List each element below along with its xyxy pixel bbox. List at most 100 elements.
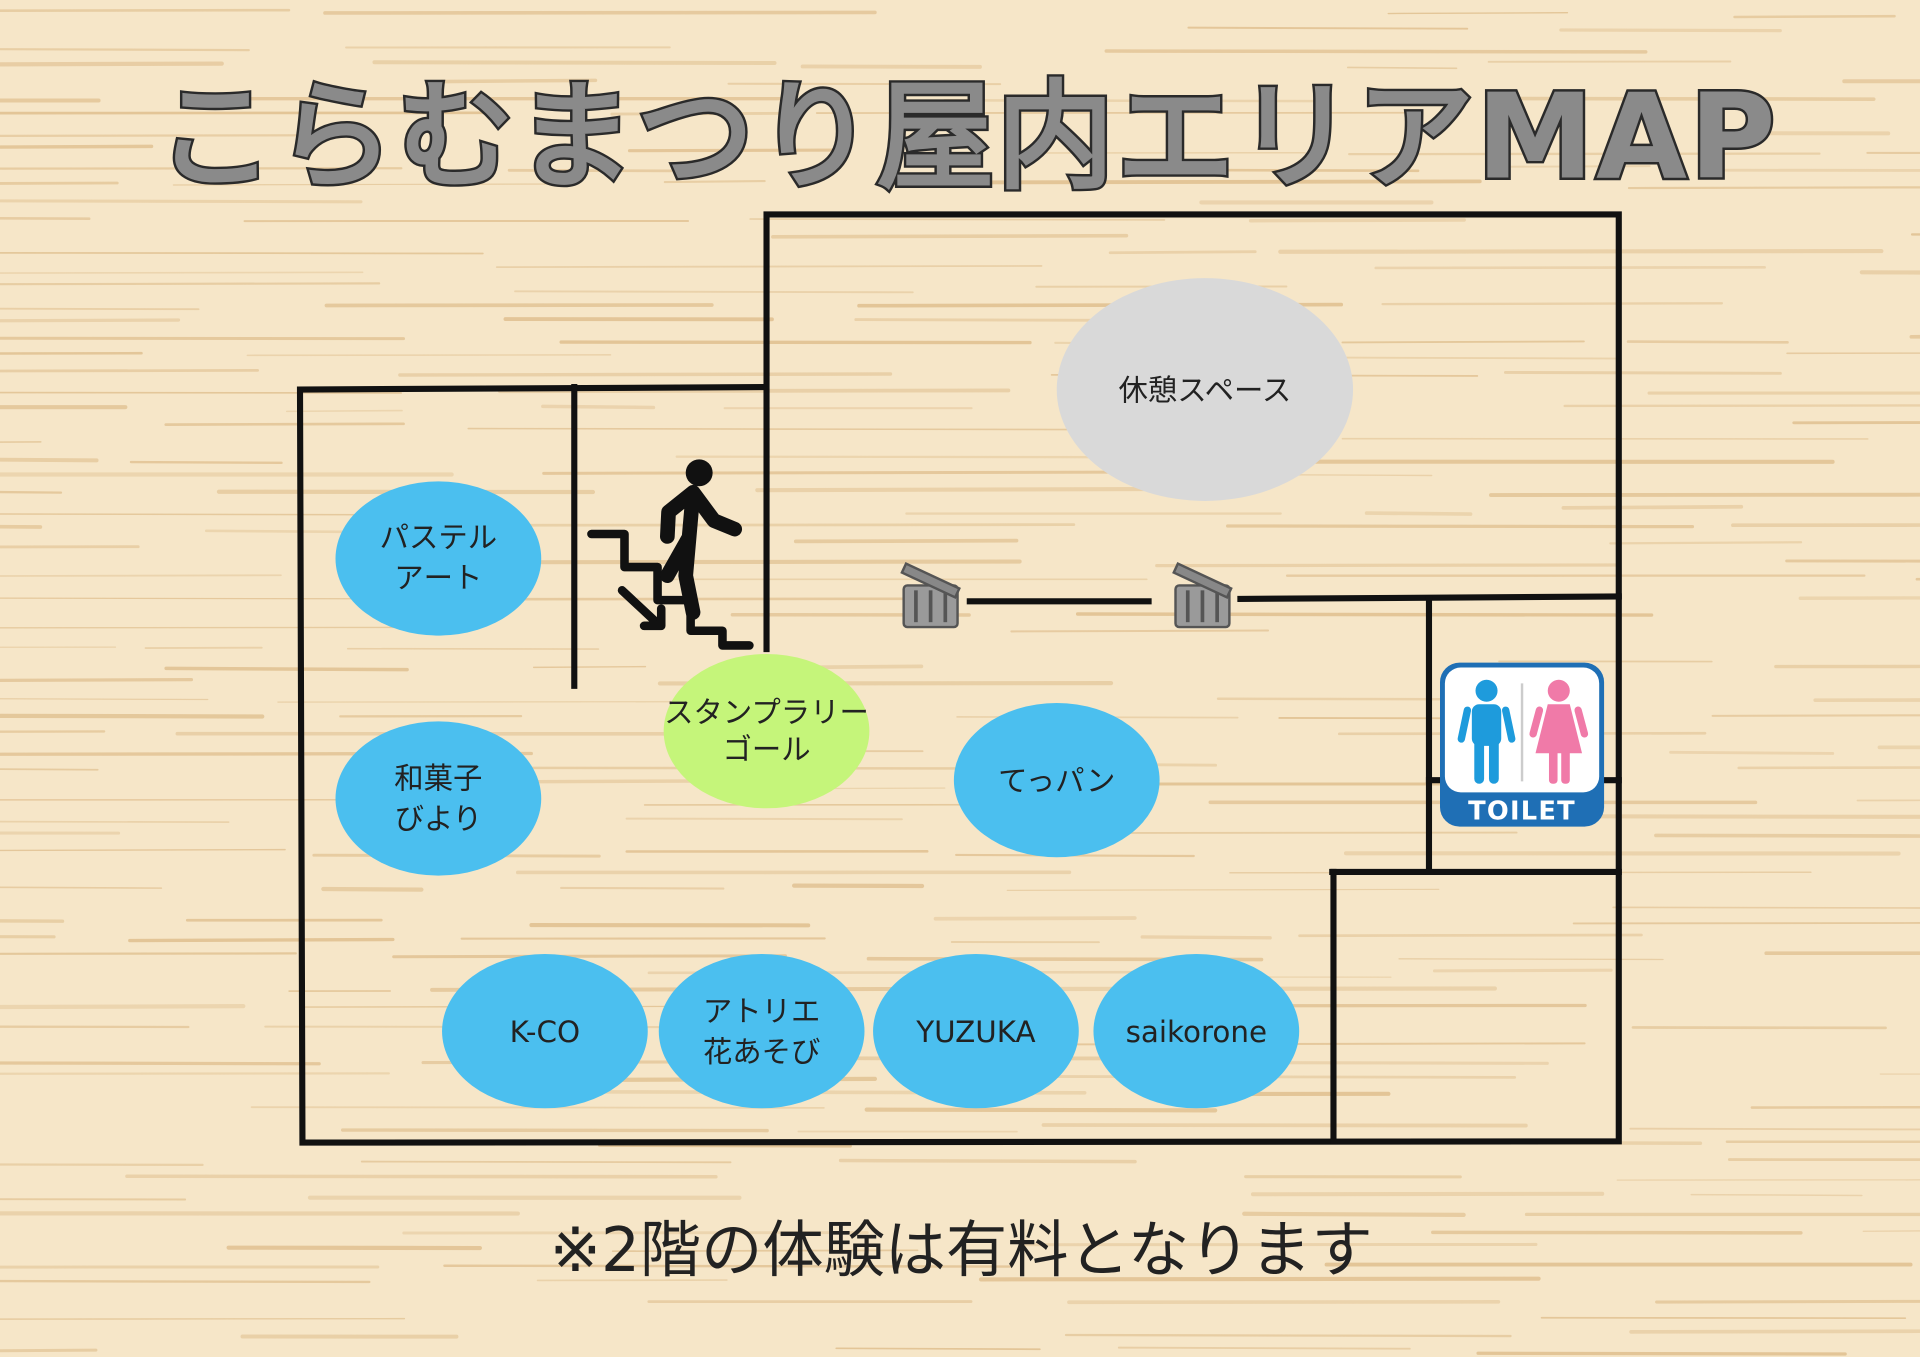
wood-grain-line [0,713,265,719]
booth-label: 花あそび [703,1035,821,1069]
wood-grain-line [0,8,291,12]
wood-grain-line [1862,1230,1920,1233]
wood-grain-line [1561,504,1744,510]
wood-grain-line [0,144,154,149]
wood-grain-line [1226,524,1695,529]
wood-grain-line [204,529,360,534]
wood-grain-line [0,199,363,204]
wood-grain-line [1006,888,1440,891]
wood-grain-line [497,388,1011,394]
booth-saikorone[interactable]: saikorone [1093,954,1300,1109]
wood-grain-line [1654,833,1920,838]
booth-label: YUZUKA [915,1015,1035,1049]
wood-grain-line [0,597,355,600]
wood-grain-line [1798,596,1920,600]
wood-grain-line [0,574,282,577]
booth-label: てっパン [998,764,1115,798]
wood-grain-line [885,179,1482,185]
wood-grain-line [246,354,612,357]
wood-grain-line [392,954,787,959]
wood-grain-line [1117,1346,1411,1350]
wood-grain-line [933,916,1137,921]
wood-grain-line [1041,1123,1528,1128]
wood-grain-line [1626,340,1789,344]
wood-grain-line [1431,1230,1803,1235]
booth-teppan[interactable]: てっパン [953,702,1160,858]
wood-grain-line [1909,334,1920,339]
wood-grain-line [1813,698,1920,703]
wood-grain-line [835,1347,1041,1351]
wood-grain-line [0,1004,246,1010]
booth-label: 和菓子 [394,762,482,796]
wood-grain-line [1216,697,1451,701]
wood-grain-line [125,1174,718,1179]
wood-grain-line [0,457,99,463]
booth-k-co[interactable]: K-CO [442,954,648,1109]
booth-label: K-CO [510,1015,580,1049]
wood-grain-line [755,486,1157,493]
wood-grain-line [172,183,574,186]
wood-grain-line [1750,1105,1920,1109]
wood-grain-line [0,318,181,323]
wood-grain-line [1104,49,1648,54]
wood-grain-line [1387,12,1569,15]
wood-grain-line [1629,1329,1920,1334]
wood-grain-line [771,233,1129,239]
wood-grain-line [0,181,119,185]
area-rest-space[interactable]: 休憩スペース [1056,278,1354,501]
wood-grain-line [1690,1193,1863,1197]
wood-grain-line [541,404,656,410]
wood-grain-line [0,698,209,701]
wood-grain-line [1572,922,1920,925]
wood-grain-line [1348,152,1821,156]
wood-grain-line [1248,218,1466,223]
wood-grain-line [1346,66,1458,70]
wood-grain-line [321,886,424,892]
wood-grain-line [1075,612,1654,617]
wood-grain-line [340,1128,769,1133]
wood-grain-line [1108,250,1257,255]
wood-grain-line [1364,511,1473,516]
wood-grain-line [0,820,230,823]
wood-grain-line [1245,1061,1549,1065]
wood-grain-line [1609,541,1803,545]
wood-grain-line [1612,906,1920,909]
footer-note: ※2階の体験は有料となります [550,1215,1373,1286]
wood-grain-line [1563,404,1920,408]
wood-grain-line [1337,356,1621,360]
wood-grain-line [0,441,42,443]
wood-grain-line [0,307,200,311]
wood-grain-line [164,422,405,426]
wood-grain-line [467,427,1076,431]
booth-yuzuka[interactable]: YUZUKA [873,954,1079,1109]
toilet-sign[interactable]: TOILET [1440,662,1605,827]
wood-grain-line [978,1276,1541,1282]
area-label: スタンプラリー [664,696,869,730]
wood-grain-line [514,290,914,294]
wood-grain-line [1669,750,1835,755]
wood-grain-line [0,282,381,286]
wood-grain-line [398,372,893,377]
booth-label: パステル [380,520,498,554]
male-icon [1457,679,1516,784]
wood-grain-line [560,886,725,890]
map-title: こらむまつり屋内エリアMAP [157,69,1778,206]
wood-grain-line [663,179,766,184]
wood-grain-line [0,61,224,67]
wood-grain-line [1476,1351,1847,1356]
walls [296,211,1622,1146]
wood-grain-line [1506,165,1651,168]
wood-grain-line [0,48,250,52]
wood-grain-line [1278,249,1884,254]
wood-grain-line [542,470,1121,475]
wood-grain-line [443,1264,1012,1268]
wood-grain-line [864,1107,1218,1113]
wood-grain-line [0,134,347,138]
wood-grain-line [597,1143,852,1148]
booth-label: アート [394,561,482,595]
